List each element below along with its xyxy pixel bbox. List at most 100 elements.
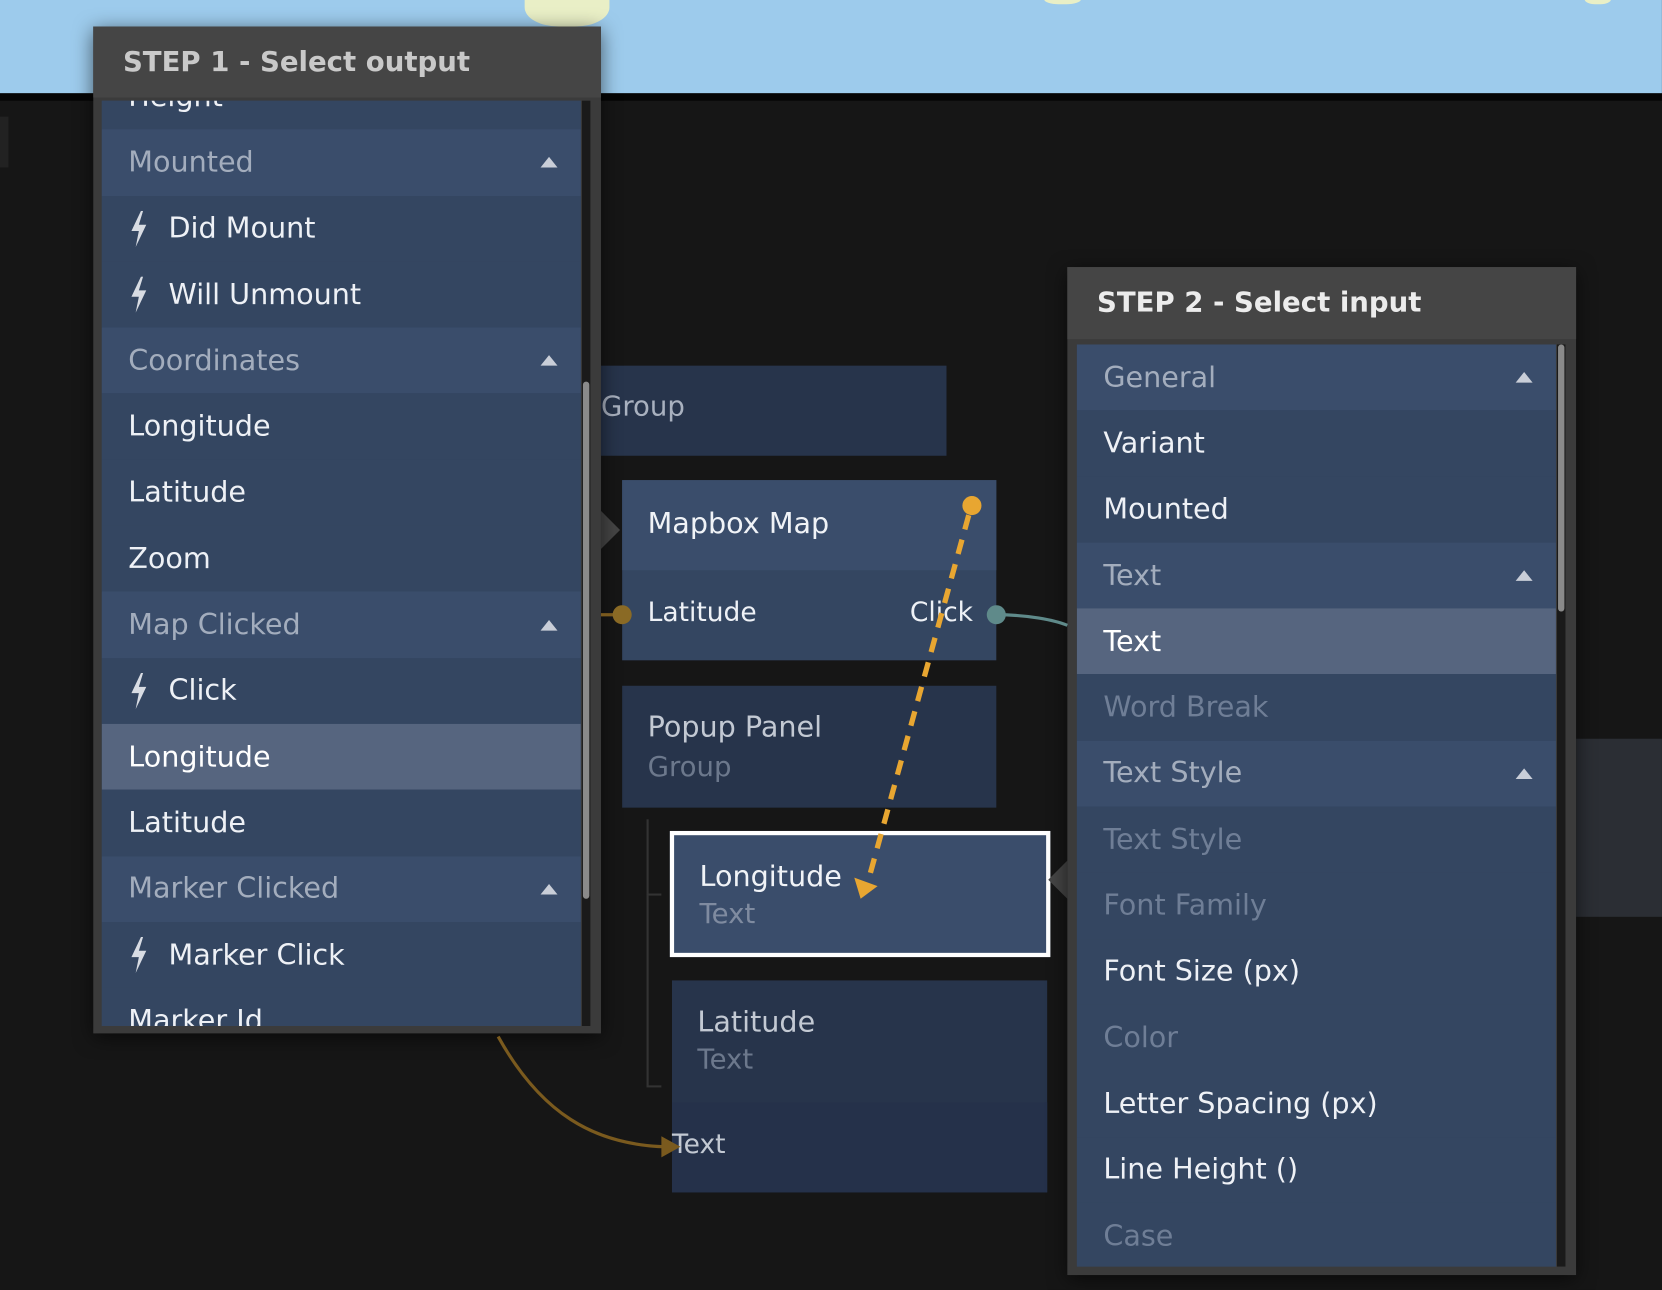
map-land (1044, 0, 1082, 5)
list-item[interactable]: Case (1076, 1202, 1556, 1267)
item-label: Word Break (1103, 691, 1269, 725)
list-item[interactable]: Text Style (1076, 806, 1556, 873)
node-type: Text (697, 1044, 754, 1076)
scrollbar[interactable] (581, 100, 591, 1026)
item-label: Did Mount (168, 212, 316, 246)
background-panel (1576, 738, 1662, 917)
list-item[interactable]: Did Mount (101, 195, 581, 262)
scrollbar-thumb[interactable] (582, 381, 590, 899)
lightning-icon (131, 276, 147, 313)
list-item[interactable]: Latitude (101, 459, 581, 526)
list-item[interactable]: Click (101, 657, 581, 724)
item-label: Will Unmount (168, 278, 362, 312)
connection-wire (996, 613, 1068, 627)
item-label: Variant (1103, 427, 1205, 460)
item-label: Latitude (128, 476, 247, 510)
item-label: General (1103, 361, 1217, 394)
section-header[interactable]: Text Style (1076, 740, 1556, 807)
item-label: Case (1103, 1219, 1174, 1253)
item-label: Mounted (1103, 493, 1229, 526)
node-target-arrow-icon (1048, 860, 1068, 899)
list-item[interactable]: Longitude (101, 723, 581, 790)
list-item[interactable]: Letter Spacing (px) (1076, 1070, 1556, 1137)
collapse-caret-icon[interactable] (540, 883, 558, 895)
node-expand-arrow-icon[interactable] (600, 510, 621, 550)
list-item[interactable]: Longitude (101, 393, 581, 460)
item-label: Click (168, 674, 237, 708)
item-label: Latitude (128, 806, 247, 840)
item-label: Mounted (128, 146, 254, 180)
drag-start-dot (962, 496, 982, 516)
item-label: Text Style (1103, 823, 1243, 857)
list-item[interactable]: Height (101, 100, 581, 130)
latitude-text-node[interactable]: Latitude Text Text (671, 980, 1048, 1193)
list-item[interactable]: Line Height () (1076, 1136, 1556, 1203)
port-dot-click[interactable] (986, 605, 1006, 625)
item-label: Text Style (1103, 757, 1243, 791)
section-header[interactable]: Mounted (101, 129, 581, 196)
panel-title: STEP 1 - Select output (93, 26, 601, 98)
port-text[interactable]: Text (671, 1128, 726, 1160)
node-type: Group (600, 391, 685, 423)
collapse-caret-icon[interactable] (540, 355, 558, 367)
section-header[interactable]: General (1076, 344, 1556, 411)
list-item[interactable]: Mounted (1076, 476, 1556, 543)
port-dot-latitude[interactable] (612, 605, 632, 625)
item-label: Longitude (128, 410, 271, 444)
item-label: Text (1103, 559, 1162, 592)
collapse-caret-icon[interactable] (540, 157, 558, 168)
list-item[interactable]: Font Size (px) (1076, 938, 1556, 1005)
list-item[interactable]: Color (1076, 1004, 1556, 1071)
tree-line (646, 893, 662, 896)
divider (0, 93, 1662, 101)
left-edge-tab (0, 116, 9, 168)
scrollbar-thumb[interactable] (1558, 344, 1565, 612)
collapse-caret-icon[interactable] (1515, 768, 1533, 779)
group-node[interactable]: Group (600, 365, 947, 456)
list-item[interactable]: Latitude (101, 789, 581, 856)
tree-line (646, 1085, 662, 1088)
node-title: Popup Panel (647, 711, 823, 745)
list-item[interactable]: Marker Id (101, 987, 581, 1026)
item-label: Marker Clicked (128, 872, 340, 906)
map-land (1584, 0, 1612, 5)
item-label: Text (1103, 625, 1162, 659)
item-label: Line Height () (1103, 1153, 1299, 1187)
section-header[interactable]: Text (1076, 542, 1556, 609)
section-header[interactable]: Map Clicked (101, 591, 581, 658)
drag-connection-line (866, 514, 972, 879)
list-item[interactable]: Text (1076, 608, 1556, 675)
section-header[interactable]: Marker Clicked (101, 855, 581, 922)
item-label: Font Size (px) (1103, 955, 1301, 989)
port-latitude[interactable]: Latitude (647, 596, 757, 628)
node-title: Longitude (699, 860, 842, 894)
node-title: Latitude (697, 1005, 816, 1039)
node-type: Text (699, 898, 756, 931)
collapse-caret-icon[interactable] (1515, 570, 1533, 581)
scrollbar[interactable] (1556, 344, 1566, 1267)
list-item[interactable]: Word Break (1076, 674, 1556, 741)
list-item[interactable]: Zoom (101, 525, 581, 592)
mapbox-map-node[interactable]: Mapbox Map Latitude Click (622, 480, 997, 661)
connection-wire (496, 1035, 666, 1149)
list-item[interactable]: Marker Click (101, 921, 581, 988)
list-item[interactable]: Font Family (1076, 872, 1556, 939)
map-land (524, 0, 610, 27)
item-label: Marker Click (168, 938, 345, 972)
list-item[interactable]: Variant (1076, 410, 1556, 477)
item-label: Map Clicked (128, 608, 301, 642)
collapse-caret-icon[interactable] (540, 619, 558, 631)
item-label: Longitude (128, 740, 271, 774)
item-label: Letter Spacing (px) (1103, 1087, 1378, 1121)
drag-arrow-icon (854, 877, 878, 899)
panel-title: STEP 2 - Select input (1067, 267, 1577, 340)
popup-panel-node[interactable]: Popup Panel Group (622, 685, 997, 808)
lightning-icon (131, 210, 147, 247)
item-label: Marker Id (128, 1004, 263, 1026)
section-header[interactable]: Coordinates (101, 327, 581, 394)
list-item[interactable]: Will Unmount (101, 261, 581, 328)
collapse-caret-icon[interactable] (1515, 372, 1533, 383)
